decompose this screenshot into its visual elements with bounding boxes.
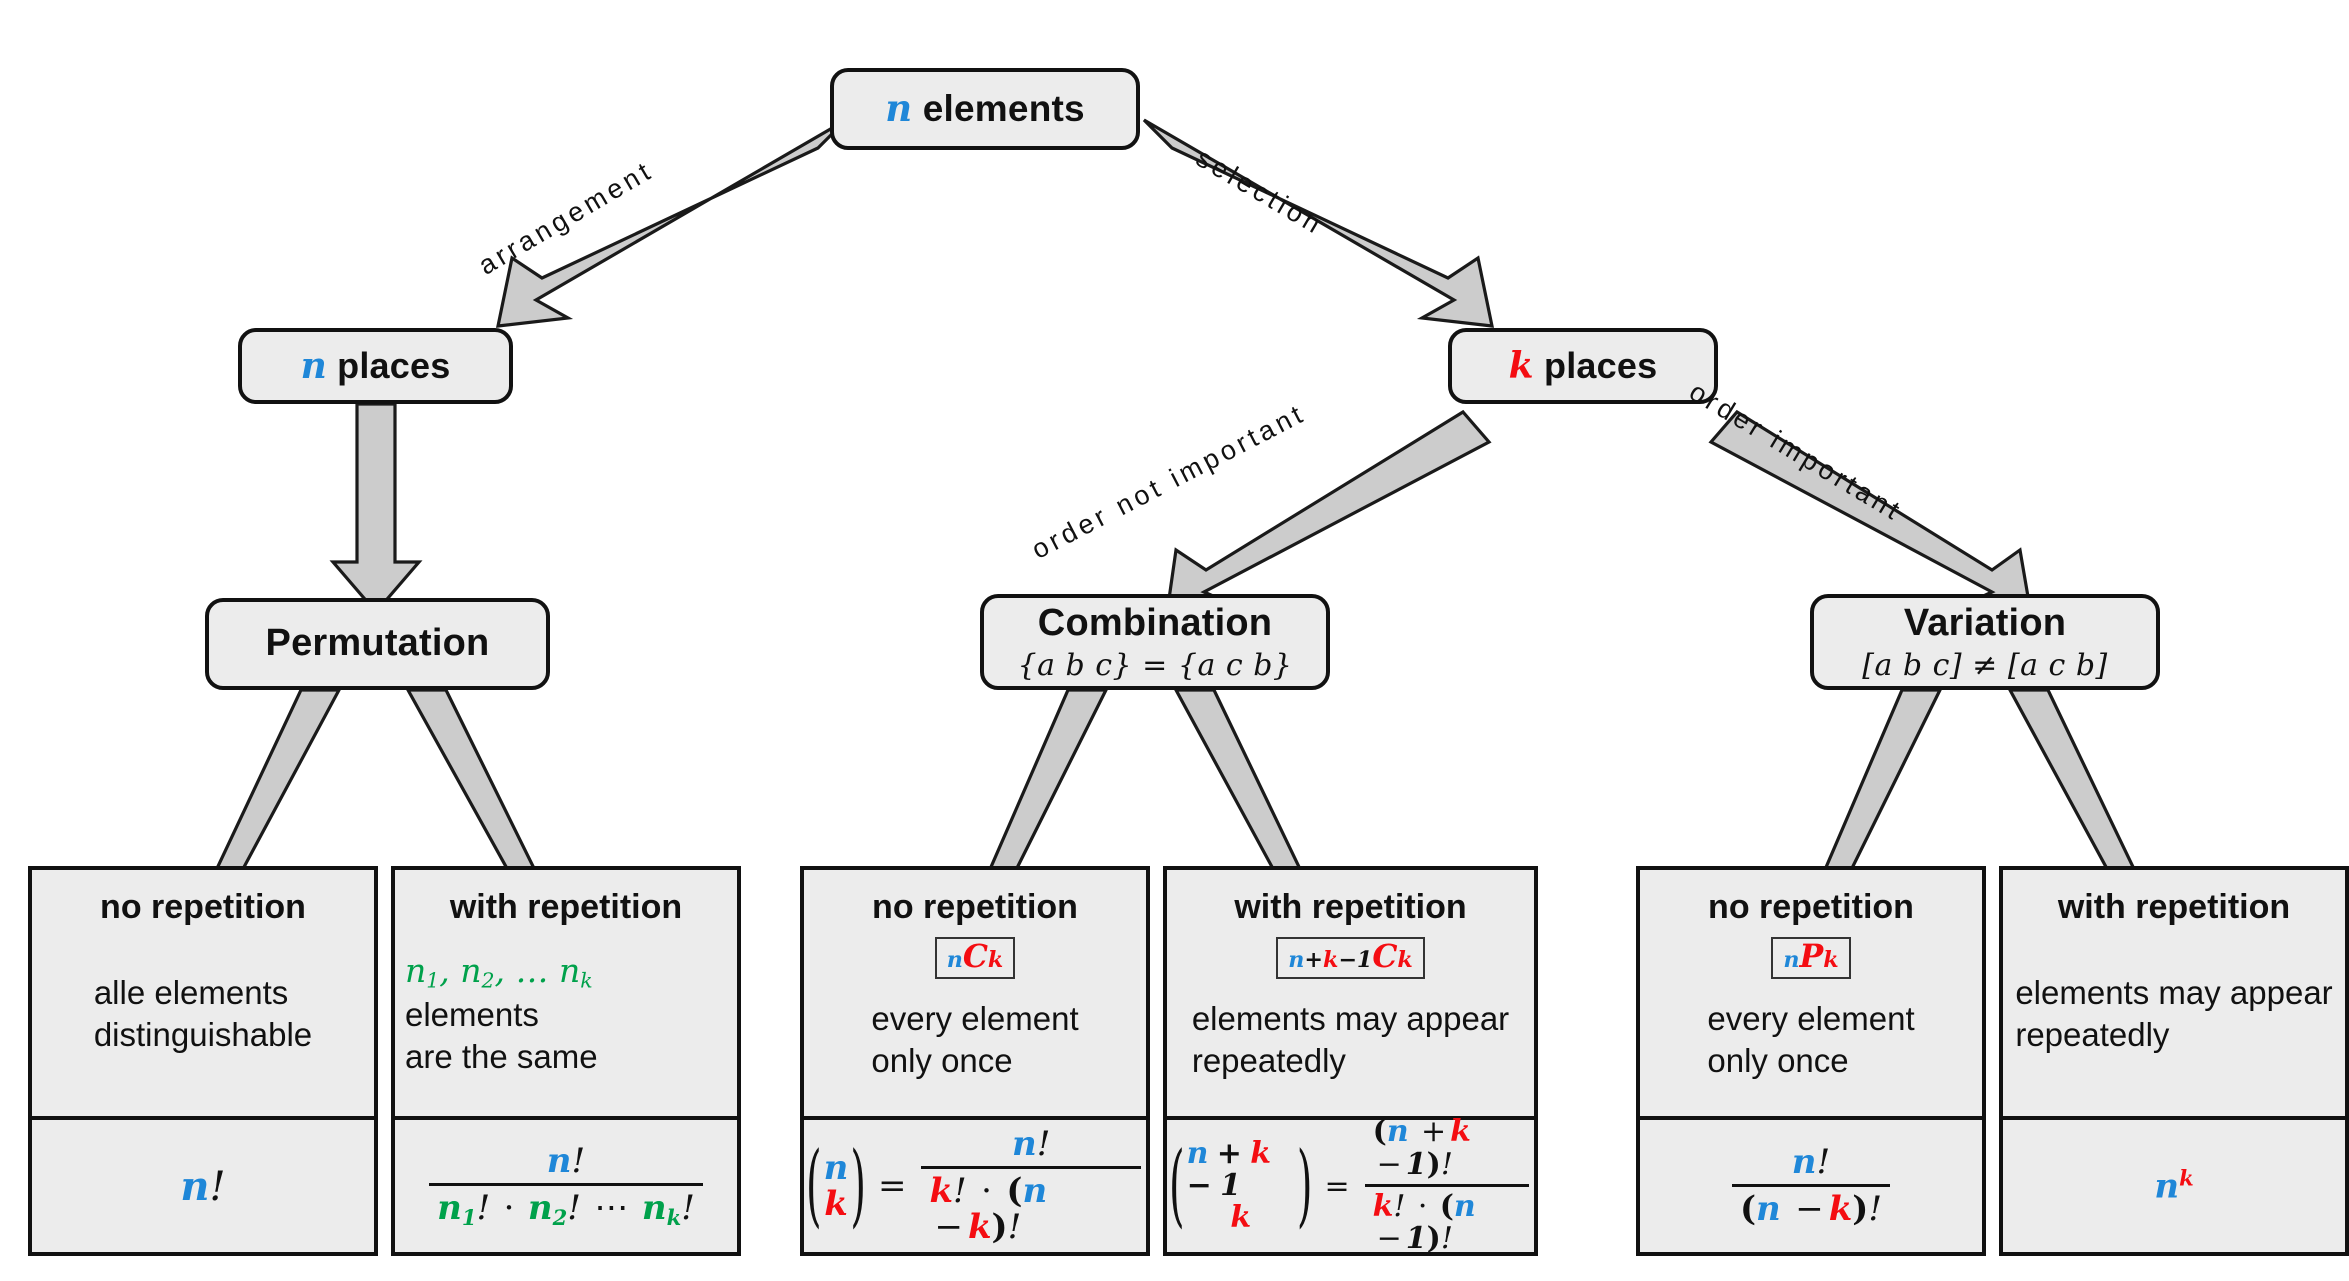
node-k-places-label: k places [1508,344,1658,387]
card-description: every element only once [1707,1000,1915,1079]
card-head: with repetition n1, n2, … nk elements ar… [395,870,737,1116]
card-head: no repetition alle elements distinguisha… [32,870,374,1116]
card-permutation-no-repetition[interactable]: no repetition alle elements distinguisha… [28,866,378,1256]
node-n-elements-label: n elements [885,86,1085,131]
card-head: with repetition elements may appear repe… [2003,870,2345,1116]
node-permutation[interactable]: Permutation [205,598,550,690]
card-description: n1, n2, … nk elements are the same [405,951,598,1075]
node-permutation-label: Permutation [265,622,490,665]
card-heading: with repetition [2057,888,2291,926]
arrow-n-places-permutation [329,402,423,615]
node-n-places-label: n places [300,344,451,387]
card-description: every element only once [871,1000,1079,1079]
card-description: alle elements distinguishable [93,974,313,1053]
card-variation-no-repetition[interactable]: no repetition nPk every element only onc… [1636,866,1986,1256]
node-k-places[interactable]: k places [1448,328,1718,404]
card-formula: n! (n −k)! [1640,1116,1982,1252]
card-head: with repetition n+k−1Ck elements may app… [1167,870,1534,1116]
card-formula: nk [2003,1116,2345,1252]
card-heading: no repetition [100,888,306,926]
card-head: no repetition nPk every element only onc… [1640,870,1982,1116]
card-combination-no-repetition[interactable]: no repetition nCk every element only onc… [800,866,1150,1256]
node-n-places[interactable]: n places [238,328,513,404]
node-combination-label: Combination [1037,601,1273,644]
card-badge-npkm1Ck: n+k−1Ck [1276,937,1425,980]
card-heading: with repetition [1234,888,1467,926]
node-n-elements[interactable]: n elements [830,68,1140,150]
card-heading: no repetition [1708,888,1914,926]
node-combination[interactable]: Combination {a b c} = {a c b} [980,594,1330,690]
node-variation-example: [a b c] ≠ [a c b] [1862,648,2108,684]
card-description: elements may appear repeatedly [2015,974,2333,1053]
card-heading: no repetition [872,888,1078,926]
node-combination-example: {a b c} = {a c b} [1017,648,1293,684]
node-variation[interactable]: Variation [a b c] ≠ [a c b] [1810,594,2160,690]
card-formula: n! [32,1116,374,1252]
card-badge-nPk: nPk [1771,937,1851,980]
card-combination-with-repetition[interactable]: with repetition n+k−1Ck elements may app… [1163,866,1538,1256]
card-formula: n! n1! · n2! ⋯ nk! [395,1116,737,1252]
arrow-selection [1142,118,1495,328]
card-description: elements may appear repeatedly [1191,1000,1510,1079]
card-variation-with-repetition[interactable]: with repetition elements may appear repe… [1999,866,2349,1256]
arrow-arrangement [495,118,848,328]
card-heading: with repetition [449,888,683,926]
card-permutation-with-repetition[interactable]: with repetition n1, n2, … nk elements ar… [391,866,741,1256]
card-formula: ( n + k − 1 k ) = (n +k −1)! k! · (n [1167,1116,1534,1255]
card-head: no repetition nCk every element only onc… [804,870,1146,1116]
node-variation-label: Variation [1903,601,2067,644]
card-badge-nCk: nCk [934,937,1016,980]
